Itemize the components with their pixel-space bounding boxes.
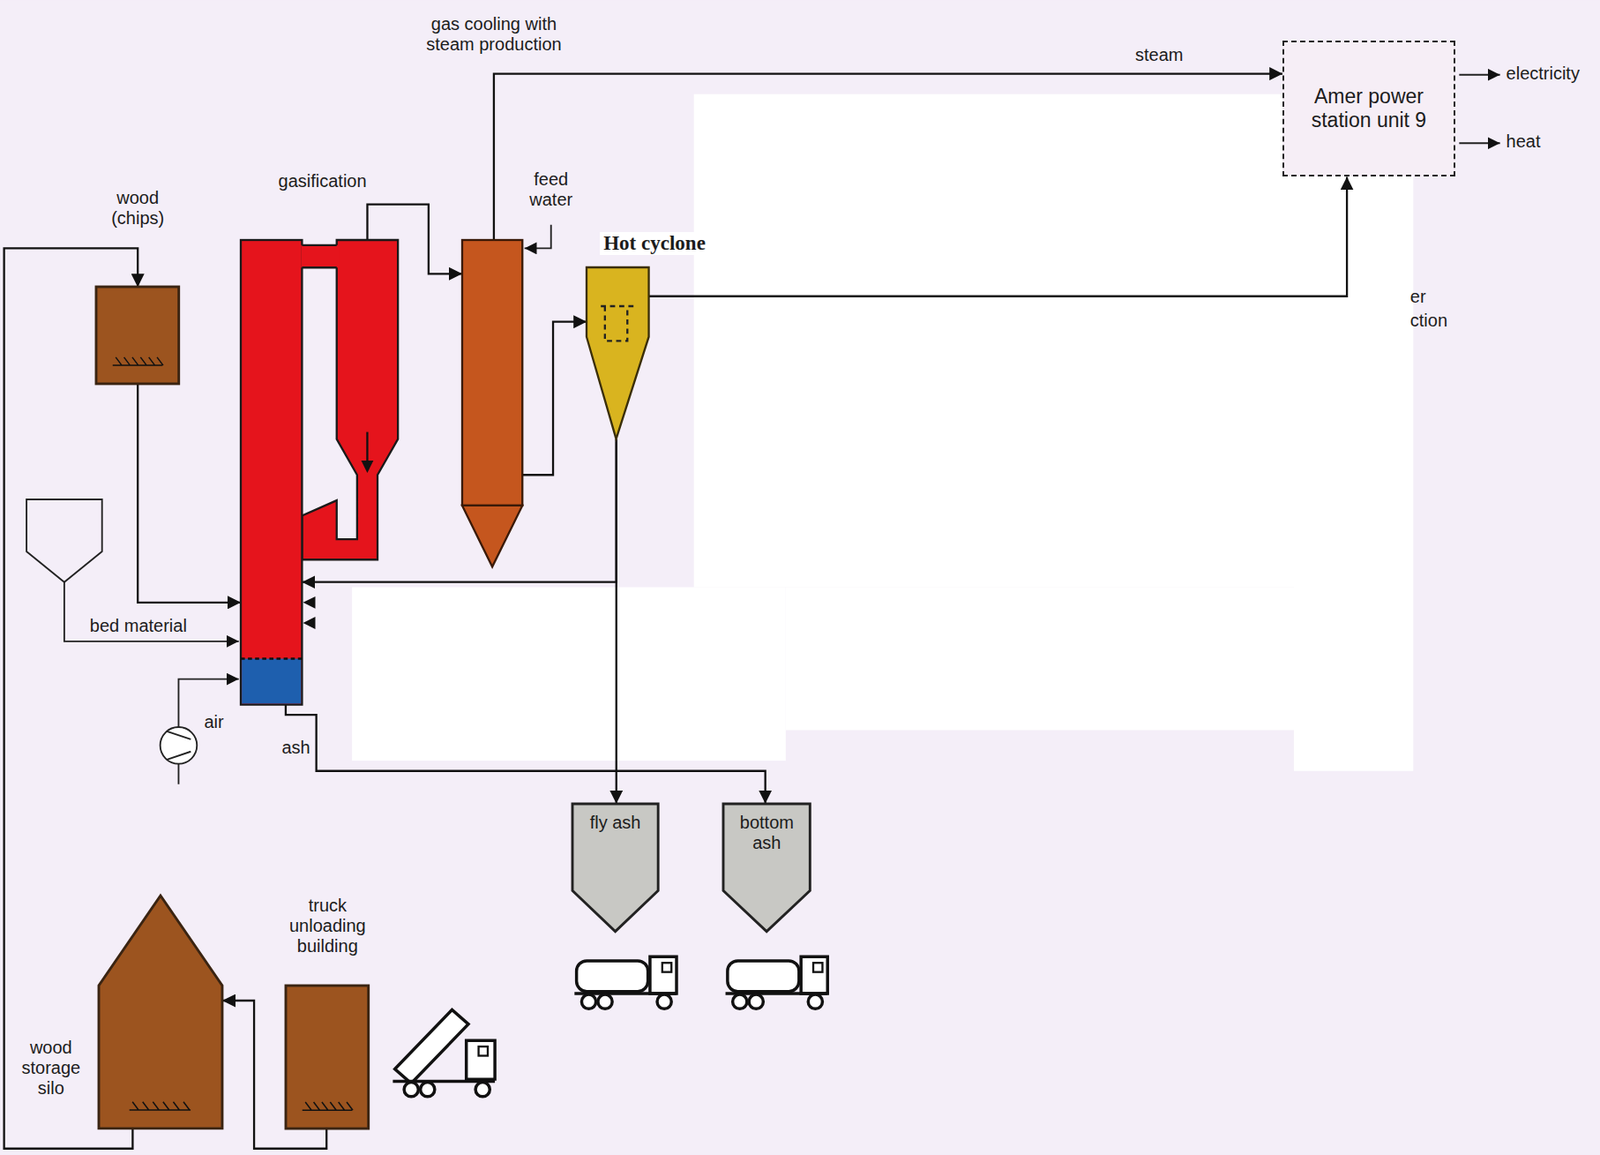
chip-bin: wood (chips) xyxy=(96,286,180,384)
air-line xyxy=(178,763,180,785)
ash-silo: fly ash xyxy=(572,803,658,932)
partial-label: er xyxy=(1410,286,1427,307)
flow-arrow xyxy=(366,432,368,464)
feed-water-line xyxy=(524,224,552,249)
bed-material-line xyxy=(64,582,240,642)
cyclone-label: Hot cyclone xyxy=(599,231,710,255)
hatch-mark xyxy=(129,1101,191,1110)
gasifier-label: gasification xyxy=(278,171,367,192)
silo-name: fly ash xyxy=(572,812,658,833)
station-name: Amer power station unit 9 xyxy=(1292,84,1446,133)
flow-line xyxy=(137,383,241,603)
shape-drawing xyxy=(586,267,650,439)
riser xyxy=(240,239,302,705)
electricity-arrow xyxy=(1458,74,1500,76)
cyclone-body xyxy=(586,267,650,439)
gasifier-vessel: gasification xyxy=(240,239,302,705)
stream-label: feed water xyxy=(529,169,573,210)
white-patch xyxy=(351,94,1414,771)
bed-material-hopper xyxy=(26,499,103,583)
tipper-truck xyxy=(392,1009,495,1096)
edge-label: steam xyxy=(1135,44,1183,66)
shape-drawing xyxy=(96,286,180,384)
silo-label: wood storage silo xyxy=(21,1037,81,1099)
flow-line xyxy=(649,176,1347,296)
flow-arrowhead xyxy=(361,460,374,473)
ash-truck xyxy=(725,956,829,1009)
shape-drawing xyxy=(98,895,223,1129)
silo-name: bottom ash xyxy=(723,812,810,853)
air-blower xyxy=(160,726,198,764)
blower-blade xyxy=(166,731,192,760)
cooler-label: gas cooling with steam production xyxy=(416,14,572,55)
stream-label: bed material xyxy=(89,615,187,636)
stream-label: air xyxy=(203,711,224,733)
output-label: electricity xyxy=(1506,63,1580,84)
ash-silo-outline xyxy=(572,803,658,932)
cyclone-downcomer xyxy=(301,239,398,560)
shape-drawing xyxy=(462,239,523,567)
ash-truck xyxy=(574,956,677,1009)
vortex-finder xyxy=(600,306,635,341)
bin-outline xyxy=(96,286,180,384)
distributor xyxy=(240,657,302,659)
flow-line xyxy=(285,704,766,804)
ash-silo: bottom ash xyxy=(723,803,810,932)
cooler-body xyxy=(462,239,523,506)
shape-drawing xyxy=(240,239,302,705)
shape-drawing xyxy=(285,985,369,1129)
hatch-mark xyxy=(302,1101,353,1110)
hatch-mark xyxy=(112,357,163,366)
stream-label: ash xyxy=(281,737,310,758)
heat-arrow xyxy=(1458,142,1500,144)
ash-silo-outline xyxy=(723,803,810,932)
storage-silo: wood storage silo xyxy=(98,895,223,1129)
crossover-wall xyxy=(301,245,337,268)
partial-label: ction xyxy=(1410,310,1448,331)
flow-line xyxy=(615,439,618,804)
flow-line xyxy=(522,321,587,476)
building-label: truck unloading building xyxy=(289,895,367,957)
inlet-arrowheads xyxy=(303,596,316,629)
cooler-cone xyxy=(462,505,523,567)
unloading-building: truck unloading building xyxy=(285,985,369,1129)
output-label: heat xyxy=(1506,131,1541,152)
bin-outline xyxy=(285,985,369,1129)
flow-line xyxy=(493,74,1283,241)
hot-cyclone: Hot cyclone xyxy=(586,267,650,439)
gas-cooler: gas cooling with steam production xyxy=(462,239,523,567)
silo-outline xyxy=(98,895,223,1129)
bin-label: wood (chips) xyxy=(111,187,165,229)
crossover xyxy=(300,245,339,268)
power-station-box: Amer power station unit 9 xyxy=(1282,40,1456,177)
fluid-bed xyxy=(241,657,301,703)
